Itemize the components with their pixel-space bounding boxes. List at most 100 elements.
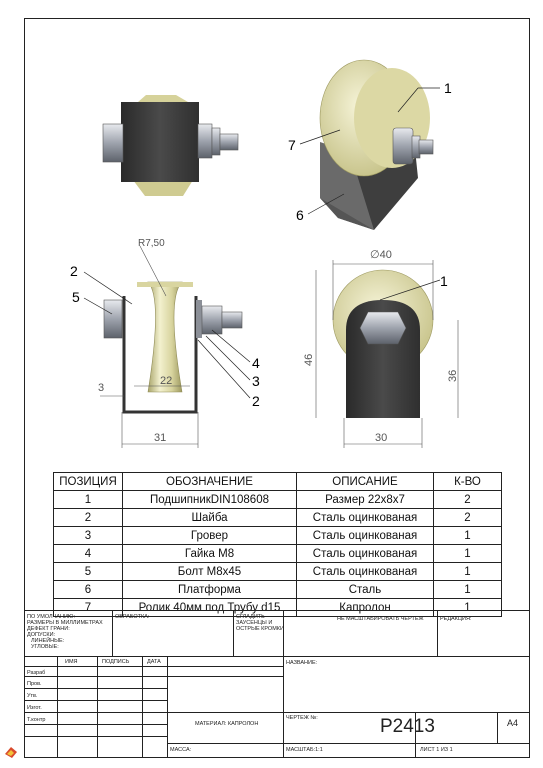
tb-line	[415, 712, 416, 757]
name-col: ИМЯ	[65, 659, 78, 665]
bom-desc: Сталь оцинкованая	[296, 526, 434, 545]
mass-label: МАССА:	[170, 747, 192, 753]
role-maker: Изгот.	[27, 705, 42, 711]
role-approver: Утв.	[27, 693, 38, 699]
bom-name: Шайба	[122, 508, 297, 527]
platform-body	[121, 102, 199, 182]
callout-6: 6	[296, 207, 304, 223]
washer	[196, 300, 202, 338]
default-note-3: ДОПУСКИ:	[27, 632, 56, 638]
callout-4: 4	[252, 355, 260, 371]
bom-pos: 5	[53, 562, 123, 581]
tb-line	[437, 610, 438, 656]
dim-3: 3	[98, 382, 104, 394]
tb-line	[167, 656, 168, 757]
bom-pos: 2	[53, 508, 123, 527]
dim-22: 22	[160, 375, 172, 387]
view-top-right: 1 7 6	[288, 59, 452, 230]
revision-label: РЕДАКЦИЯ:	[440, 616, 472, 622]
deburr-0: СГЛАДИТЬ	[236, 614, 265, 620]
bom-name: Платформа	[122, 580, 297, 599]
nut	[392, 127, 414, 165]
default-note-2: ДЕФЕКТ ГРАНИ:	[27, 626, 70, 632]
no-scale-note: НЕ МАСШТАБИРОВАТЬ ЧЕРТЕЖ	[337, 616, 424, 622]
tb-line	[25, 666, 283, 667]
bom-pos: 6	[53, 580, 123, 599]
bom-qty: 1	[433, 580, 502, 599]
roller-top	[137, 282, 193, 287]
tb-line	[167, 743, 529, 744]
bom-desc: Капролон	[296, 598, 434, 617]
sheet-label: ЛИСТ 1 ИЗ 1	[420, 747, 453, 753]
tb-line	[25, 712, 529, 713]
drawing-views: 1 7 6 R7,50 2 5 4 3 2 3 22 31	[70, 59, 459, 448]
default-note-4: ЛИНЕЙНЫЕ:	[31, 638, 65, 644]
tb-line	[233, 610, 234, 656]
tb-line	[25, 736, 167, 737]
dim-46: 46	[303, 354, 315, 366]
finish-label: ОБРАБОТКА:	[115, 614, 150, 620]
platform-corner	[320, 198, 374, 230]
bom-header-qty: К-ВО	[433, 472, 502, 491]
bom-pos: 1	[53, 490, 123, 509]
tb-line	[25, 676, 283, 677]
bom-qty: 1	[433, 544, 502, 563]
deburr-1: ЗАУСЕНЦЫ И	[236, 620, 273, 626]
roller-bottom-edge	[133, 180, 193, 196]
leader-5	[83, 297, 113, 315]
leader-3	[205, 335, 251, 381]
view-top-left	[102, 95, 239, 196]
callout-1: 1	[444, 80, 452, 96]
bom-name: ПодшипникDIN108608	[122, 490, 297, 509]
date-col: ДАТА	[147, 659, 161, 665]
leader-7	[299, 129, 341, 145]
role-qc: Т.контр	[27, 717, 46, 723]
bom-name: Гровер	[122, 526, 297, 545]
callout-5: 5	[72, 289, 80, 305]
leader-radius	[139, 245, 167, 297]
drawing-number: P2413	[380, 716, 435, 737]
bolt-thread	[221, 311, 243, 329]
material-label: МАТЕРИАЛ: КАПРОЛОН	[195, 721, 259, 727]
view-front-dims: R7,50 2 5 4 3 2 3 22 31	[70, 238, 260, 448]
bom-qty: 2	[433, 490, 502, 509]
dim-30: 30	[375, 432, 387, 444]
nut	[197, 123, 213, 159]
tb-line	[57, 656, 58, 757]
bom-header-pos: ПОЗИЦИЯ	[53, 472, 123, 491]
role-developer: Разраб	[27, 670, 46, 676]
bom-pos: 4	[53, 544, 123, 563]
bom-desc: Сталь оцинкованая	[296, 544, 434, 563]
bom-qty: 1	[433, 598, 502, 617]
roller	[147, 281, 183, 393]
bom-qty: 1	[433, 562, 502, 581]
tb-line	[497, 712, 498, 743]
tb-line	[25, 700, 167, 701]
default-note-5: УГЛОВЫЕ:	[31, 644, 59, 650]
callout-2-bottom: 2	[252, 393, 260, 409]
tb-line	[25, 656, 529, 657]
role-checker: Пров.	[27, 681, 42, 687]
nut	[201, 305, 223, 335]
callout-1: 1	[440, 273, 448, 289]
dim-31: 31	[154, 432, 166, 444]
sheet-format: A4	[507, 718, 519, 728]
leader-2-top	[83, 271, 133, 305]
bolt-head	[102, 123, 124, 163]
platform-u	[122, 296, 198, 414]
bom-desc: Сталь оцинкованая	[296, 562, 434, 581]
leader-1	[379, 279, 441, 301]
tb-line	[25, 724, 167, 725]
bolt-head	[103, 299, 123, 339]
drawing-frame	[24, 18, 530, 758]
leader-6	[307, 193, 345, 215]
tb-line	[97, 656, 98, 757]
